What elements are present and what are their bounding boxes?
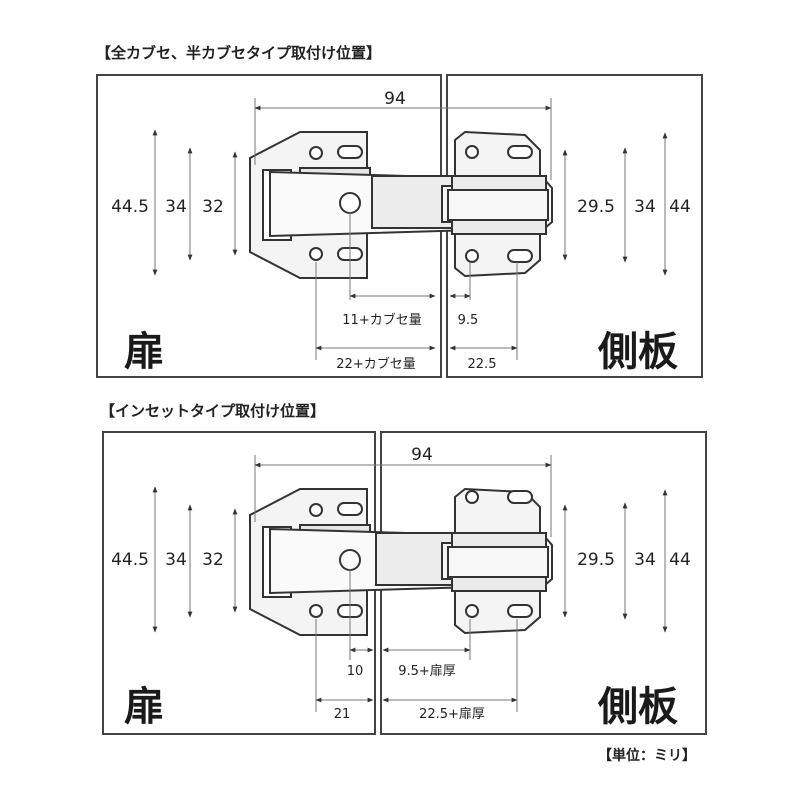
top-door-h3-dim: 32 (202, 197, 224, 217)
top-side-plate (447, 130, 549, 278)
top-width-dim: 94 (384, 89, 406, 109)
bottom-door-h2-dim: 34 (165, 550, 187, 570)
top-side-label: 側板 (597, 329, 678, 375)
top-bottom-a-dim: 11+カブセ量 (342, 312, 421, 328)
bottom-side-label: 側板 (597, 684, 678, 730)
bottom-door-label: 扉 (124, 684, 164, 730)
top-bottom-c-dim: 22+カブセ量 (336, 356, 415, 372)
top-door-h2-dim: 34 (165, 197, 187, 217)
top-side-h2-dim: 34 (634, 197, 656, 217)
bottom-bottom-d-dim: 22.5+扉厚 (419, 706, 485, 722)
bottom-side-h3-dim: 44 (669, 550, 691, 570)
bottom-bottom-b-dim: 9.5+扉厚 (398, 663, 456, 679)
bottom-section-heading: 【インセットタイプ取付け位置】 (100, 402, 326, 420)
bottom-screw-holes (309, 490, 533, 618)
top-side-h1-dim: 29.5 (577, 197, 615, 217)
top-door-h1-dim: 44.5 (111, 197, 149, 217)
top-section: 94 44.5 34 32 29.5 34 44 11+カブセ量 9.5 22+… (96, 74, 703, 378)
top-section-heading: 【全カブセ、半カブセタイプ取付け位置】 (96, 44, 382, 62)
bottom-width-dim: 94 (411, 445, 433, 465)
unit-note: 【単位：ミリ】 (598, 748, 696, 764)
bottom-door-h3-dim: 32 (202, 550, 224, 570)
bottom-side-h2-dim: 34 (634, 550, 656, 570)
bottom-side-h1-dim: 29.5 (577, 550, 615, 570)
top-bottom-d-dim: 22.5 (468, 357, 497, 372)
bottom-bottom-c-dim: 21 (334, 707, 351, 722)
top-side-h3-dim: 44 (669, 197, 691, 217)
bottom-section: 94 44.5 34 32 29.5 34 44 10 9.5+扉厚 21 22… (102, 431, 707, 735)
top-screw-holes (309, 145, 533, 263)
top-bottom-b-dim: 9.5 (458, 313, 479, 328)
bottom-side-plate (447, 487, 549, 635)
bottom-bottom-a-dim: 10 (347, 664, 364, 679)
top-door-label: 扉 (124, 329, 164, 375)
bottom-door-h1-dim: 44.5 (111, 550, 149, 570)
